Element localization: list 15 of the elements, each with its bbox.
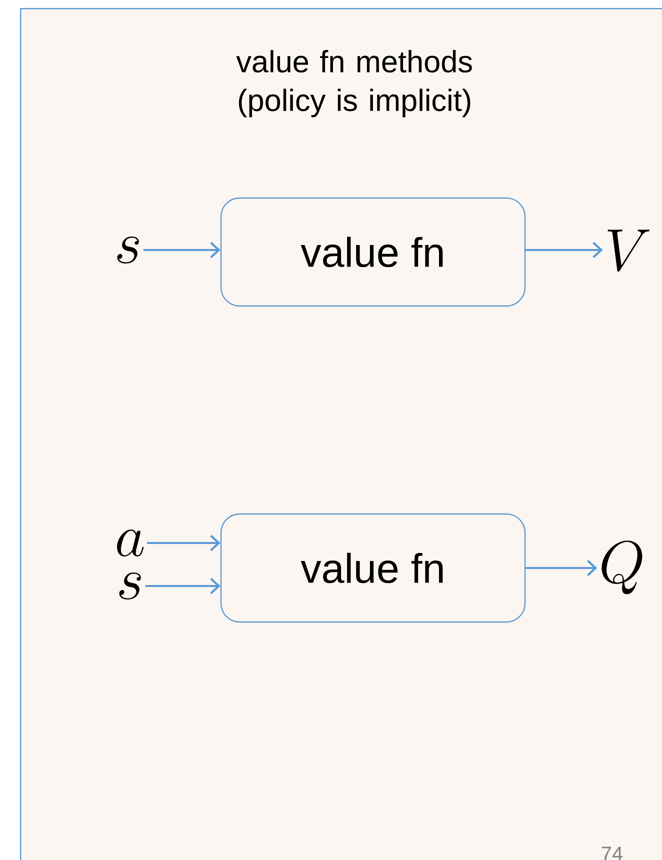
arrow	[143, 242, 220, 258]
variable-symbol: $s$	[117, 236, 139, 264]
heading: value fn methods (policy is implicit)	[236, 50, 472, 118]
variable-symbol: $V$	[608, 230, 650, 272]
variable-symbol: $s$	[119, 572, 141, 600]
arrow	[146, 534, 220, 552]
process-box: value fn	[220, 513, 526, 623]
arrow	[145, 578, 220, 594]
arrow	[526, 560, 598, 576]
arrow	[526, 242, 603, 258]
variable-symbol: $Q$	[602, 540, 642, 594]
panel	[20, 8, 662, 860]
process-box: value fn	[220, 197, 526, 307]
page-number: 74	[602, 846, 623, 860]
variable-symbol: $a$	[117, 530, 144, 556]
